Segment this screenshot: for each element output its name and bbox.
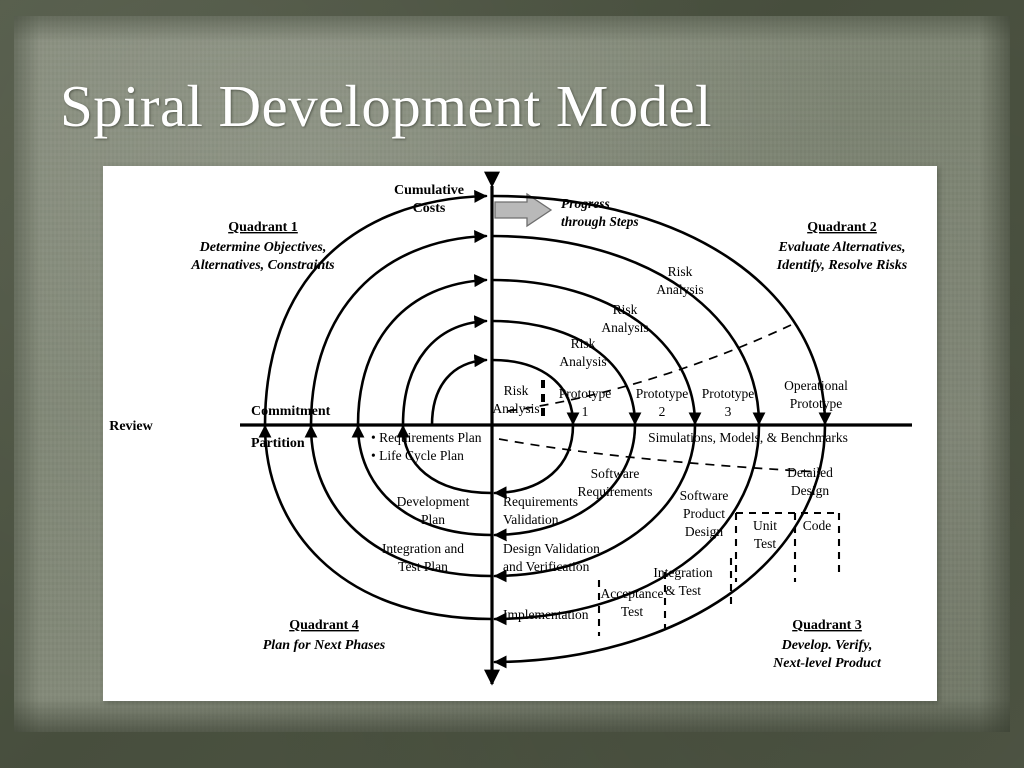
prototype-2-line1: Prototype bbox=[636, 386, 689, 401]
quadrant-2-heading: Quadrant 2 bbox=[807, 220, 877, 235]
risk-analysis-3-line1: Risk bbox=[613, 302, 638, 317]
detailed-design-line2: Design bbox=[791, 483, 829, 498]
software-requirements-line2: Requirements bbox=[578, 484, 653, 499]
prototype-1-line2: 1 bbox=[582, 404, 589, 419]
operational-prototype-line2: Prototype bbox=[790, 396, 843, 411]
unit-test-label: Unit Test bbox=[753, 518, 777, 551]
risk-analysis-label-4: Risk Analysis bbox=[656, 264, 703, 297]
spiral-loop-1 bbox=[396, 354, 580, 500]
risk-analysis-label-2: Risk Analysis bbox=[559, 336, 606, 369]
quadrant-2-line1: Evaluate Alternatives, bbox=[777, 240, 905, 255]
risk-analysis-4-line1: Risk bbox=[668, 264, 693, 279]
software-product-design-line2: Product bbox=[683, 506, 725, 521]
integration-test-line1: Integration bbox=[653, 565, 712, 580]
progress-label-line2: through Steps bbox=[561, 214, 639, 229]
dashed-radial-lower bbox=[498, 438, 820, 473]
paper-shadow-right bbox=[980, 16, 1010, 732]
operational-prototype-line1: Operational bbox=[784, 378, 848, 393]
design-validation-label: Design Validation and Verification bbox=[503, 541, 600, 574]
slide-title: Spiral Development Model bbox=[60, 73, 712, 139]
progress-arrow-icon bbox=[494, 192, 553, 228]
prototype-3-line1: Prototype bbox=[702, 386, 755, 401]
prototype-2-line2: 2 bbox=[659, 404, 666, 419]
acceptance-test-line1: Acceptance bbox=[601, 586, 664, 601]
diagram-panel: Cumulative Costs Review Commitment Parti… bbox=[103, 166, 937, 701]
partition-label: Partition bbox=[251, 436, 305, 451]
acceptance-test-line2: Test bbox=[621, 604, 644, 619]
software-requirements-label: Software Requirements bbox=[578, 466, 653, 499]
software-product-design-line1: Software bbox=[680, 488, 729, 503]
spiral-loop-3 bbox=[304, 274, 702, 583]
risk-analysis-3-line2: Analysis bbox=[601, 320, 648, 335]
review-label: Review bbox=[109, 419, 153, 434]
software-product-design-line3: Design bbox=[685, 524, 723, 539]
prototype-1-label: Prototype 1 bbox=[559, 386, 612, 419]
commitment-label: Commitment bbox=[251, 404, 331, 419]
quadrant-2-line2: Identify, Resolve Risks bbox=[776, 258, 908, 273]
integration-test-plan-label: Integration and Test Plan bbox=[382, 541, 464, 574]
requirements-validation-label: Requirements Validation bbox=[503, 494, 578, 527]
paper-shadow-top bbox=[14, 16, 1010, 42]
quadrant-2-label: Quadrant 2 Evaluate Alternatives, Identi… bbox=[776, 220, 908, 273]
quadrant-4-line1: Plan for Next Phases bbox=[263, 638, 386, 653]
paper-shadow-left bbox=[14, 16, 40, 732]
prototype-1-line1: Prototype bbox=[559, 386, 612, 401]
risk-analysis-label-3: Risk Analysis bbox=[601, 302, 648, 335]
spiral-loop-4 bbox=[258, 229, 766, 626]
development-plan-line2: Plan bbox=[421, 512, 445, 527]
integration-test-plan-line1: Integration and bbox=[382, 541, 464, 556]
code-label: Code bbox=[803, 518, 832, 533]
design-validation-line1: Design Validation bbox=[503, 541, 600, 556]
quadrant-3-line1: Develop. Verify, bbox=[781, 638, 873, 653]
quadrant-3-line2: Next-level Product bbox=[772, 656, 882, 671]
software-requirements-line1: Software bbox=[591, 466, 640, 481]
development-plan-line1: Development bbox=[397, 494, 470, 509]
prototype-3-label: Prototype 3 bbox=[702, 386, 755, 419]
unit-test-line2: Test bbox=[754, 536, 777, 551]
integration-test-plan-line2: Test Plan bbox=[398, 559, 448, 574]
risk-analysis-2-line2: Analysis bbox=[559, 354, 606, 369]
design-validation-line2: and Verification bbox=[503, 559, 590, 574]
life-cycle-plan-bullet: • Life Cycle Plan bbox=[371, 448, 464, 463]
dashed-radial-upper bbox=[507, 324, 792, 412]
q3-phase-separators bbox=[597, 511, 841, 636]
quadrant-1-label: Quadrant 1 Determine Objectives, Alterna… bbox=[190, 220, 335, 273]
requirements-validation-line1: Requirements bbox=[503, 494, 578, 509]
risk-analysis-2-line1: Risk bbox=[571, 336, 596, 351]
quadrant-1-line1: Determine Objectives, bbox=[199, 240, 327, 255]
spiral-loop-5 bbox=[263, 189, 832, 669]
risk-analysis-label-1: Risk Analysis bbox=[492, 383, 539, 416]
risk-analysis-4-line2: Analysis bbox=[656, 282, 703, 297]
detailed-design-line1: Detailed bbox=[787, 465, 833, 480]
risk-analysis-1-line2: Analysis bbox=[492, 401, 539, 416]
quadrant-1-line2: Alternatives, Constraints bbox=[190, 258, 335, 273]
quadrant-4-heading: Quadrant 4 bbox=[289, 618, 359, 633]
software-product-design-label: Software Product Design bbox=[680, 488, 729, 539]
unit-test-line1: Unit bbox=[753, 518, 777, 533]
requirements-plan-bullet: • Requirements Plan bbox=[371, 430, 482, 445]
prototype-2-label: Prototype 2 bbox=[636, 386, 689, 419]
development-plan-label: Development Plan bbox=[397, 494, 470, 527]
integration-and-test-label: Integration & Test bbox=[653, 565, 712, 598]
requirements-validation-line2: Validation bbox=[503, 512, 559, 527]
acceptance-test-label: Acceptance Test bbox=[601, 586, 664, 619]
spiral-loop-2 bbox=[351, 315, 642, 542]
implementation-label: Implementation bbox=[503, 607, 589, 622]
detailed-design-label: Detailed Design bbox=[787, 465, 833, 498]
paper-shadow-bottom bbox=[14, 698, 1010, 732]
prototype-3-line2: 3 bbox=[725, 404, 732, 419]
simulations-models-benchmarks-label: Simulations, Models, & Benchmarks bbox=[648, 430, 848, 445]
spiral-diagram: Cumulative Costs Review Commitment Parti… bbox=[109, 171, 912, 686]
risk-analysis-1-line1: Risk bbox=[504, 383, 529, 398]
integration-test-line2: & Test bbox=[665, 583, 701, 598]
operational-prototype-label: Operational Prototype bbox=[784, 378, 848, 411]
quadrant-1-heading: Quadrant 1 bbox=[228, 220, 298, 235]
cumulative-costs-label-line1: Cumulative bbox=[394, 183, 464, 198]
quadrant-3-heading: Quadrant 3 bbox=[792, 618, 862, 633]
quadrant-4-label: Quadrant 4 Plan for Next Phases bbox=[263, 618, 386, 653]
quadrant-3-label: Quadrant 3 Develop. Verify, Next-level P… bbox=[772, 618, 882, 671]
